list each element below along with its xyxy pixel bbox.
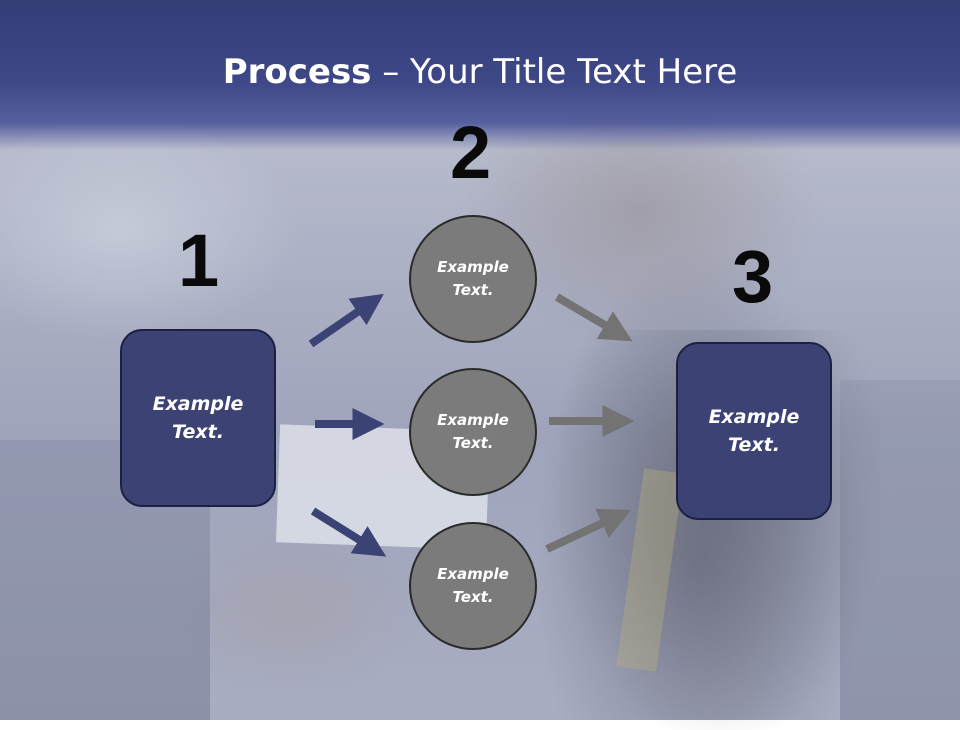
circle-bottom-line1: Example [437, 564, 509, 583]
arrow-1-to-bottom [310, 507, 387, 557]
step-1-text-line2: Text. [172, 421, 224, 443]
arrow-top-to-3 [554, 293, 633, 342]
arrow-1-to-top [308, 293, 384, 348]
background-seat [840, 380, 960, 720]
circle-bottom[interactable]: Example Text. [409, 522, 537, 650]
step-3-box[interactable]: Example Text. [676, 342, 832, 520]
circle-bottom-line2: Text. [452, 588, 494, 606]
slide-title: Process – Your Title Text Here [0, 52, 960, 92]
circle-middle-line1: Example [437, 410, 509, 429]
circle-top-line2: Text. [452, 281, 494, 299]
title-bold: Process [222, 52, 372, 92]
step-3-text-line2: Text. [728, 434, 780, 456]
step-number-1: 1 [178, 219, 220, 302]
circle-top-line1: Example [437, 257, 509, 276]
step-number-3: 3 [732, 235, 774, 318]
circle-middle-line2: Text. [452, 434, 494, 452]
circle-top[interactable]: Example Text. [409, 215, 537, 343]
step-1-box[interactable]: Example Text. [120, 329, 276, 507]
step-number-2: 2 [450, 111, 492, 194]
step-1-text-line1: Example [152, 392, 244, 415]
arrow-bottom-to-3 [545, 508, 632, 553]
circle-middle[interactable]: Example Text. [409, 368, 537, 496]
step-3-text-line1: Example [708, 405, 800, 428]
title-bar [0, 0, 960, 150]
title-rest: – Your Title Text Here [371, 52, 738, 92]
